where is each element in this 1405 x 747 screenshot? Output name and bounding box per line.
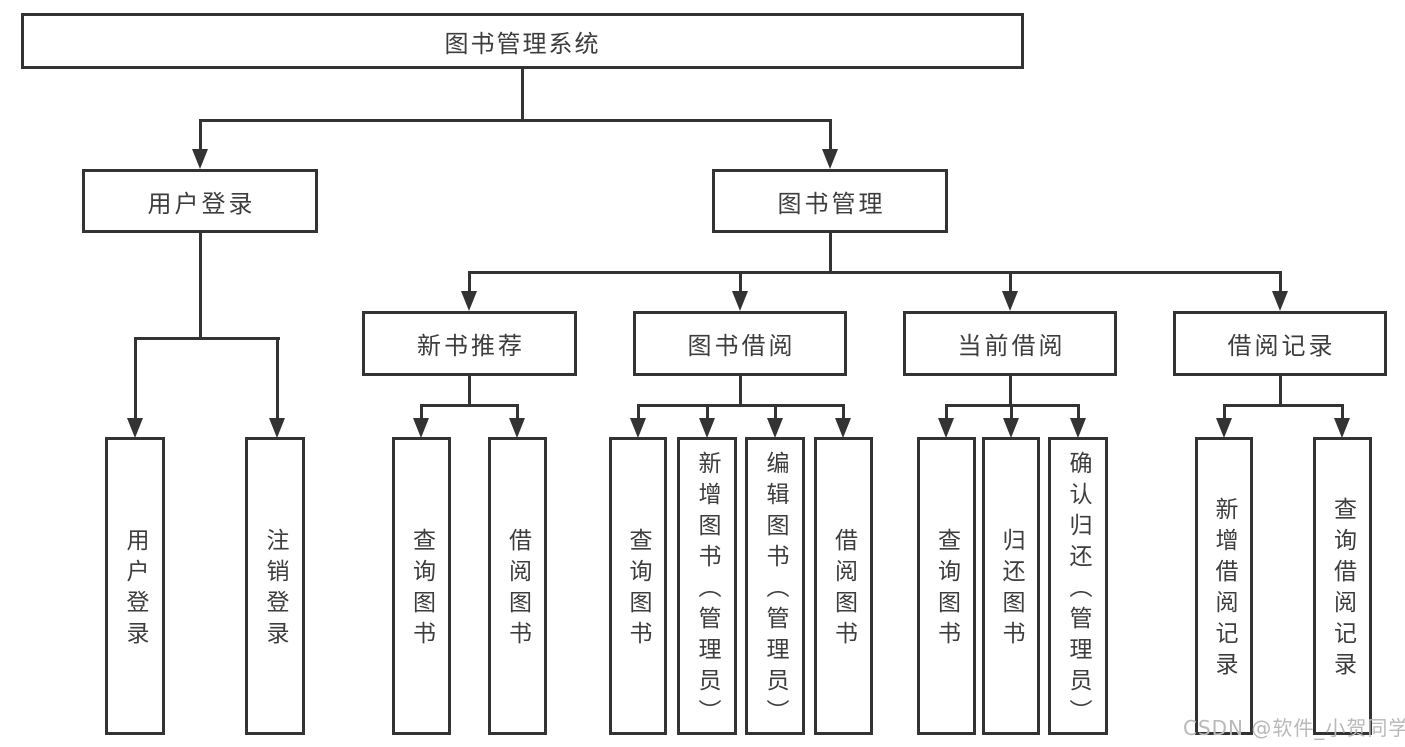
leaf-current-confirm-return-admin: 确认归还（管理员） [1048,437,1108,735]
leaf-logout: 注销登录 [245,437,305,735]
arrow-head-icon [192,149,208,169]
node-current-borrow: 当前借阅 [903,311,1117,376]
arrow-head-icon [630,418,646,438]
connector-line [133,337,137,420]
connector-line [198,233,202,340]
connector-line [705,404,709,420]
arrow-head-icon [1003,418,1019,438]
leaf-user-login: 用户登录 [105,437,165,735]
arrow-head-icon [767,418,783,438]
connector-line [773,404,777,420]
leaf-borrow-query-books: 查询图书 [609,437,667,735]
connector-line [944,404,948,420]
connector-line [1076,404,1080,420]
node-book-management: 图书管理 [712,169,948,233]
arrow-head-icon [127,418,143,438]
node-root: 图书管理系统 [21,13,1024,69]
connector-line [198,119,832,122]
connector-line [275,337,279,420]
connector-line [738,271,742,293]
arrow-head-icon [1272,291,1288,311]
csdn-watermark: CSDN @软件_小贺同学 [1183,716,1405,740]
node-book-borrow: 图书借阅 [633,311,847,376]
arrow-head-icon [1334,418,1350,438]
connector-line [738,376,742,407]
node-new-book-recommend: 新书推荐 [362,311,577,376]
connector-line [1009,404,1013,420]
connector-line [1008,376,1012,407]
leaf-recommend-query-books: 查询图书 [392,437,451,735]
arrow-head-icon [269,418,285,438]
connector-line [828,233,832,273]
connector-line [1278,271,1282,293]
connector-line [841,404,845,420]
leaf-records-add-record: 新增借阅记录 [1195,437,1253,735]
connector-line [521,69,524,122]
leaf-records-query-record: 查询借阅记录 [1313,437,1372,735]
connector-line [1340,404,1344,420]
arrow-head-icon [822,149,838,169]
connector-line [467,271,1282,274]
connector-line [467,271,471,293]
connector-line [419,404,519,407]
connector-line [636,404,845,407]
leaf-recommend-borrow-books: 借阅图书 [488,437,547,735]
arrow-head-icon [1002,291,1018,311]
node-borrow-records: 借阅记录 [1173,311,1387,376]
connector-line [1008,271,1012,293]
arrow-head-icon [835,418,851,438]
arrow-head-icon [699,418,715,438]
arrow-head-icon [413,418,429,438]
connector-line [1222,404,1226,420]
connector-line [1222,404,1344,407]
connector-line [636,404,640,420]
leaf-borrow-borrow-books: 借阅图书 [814,437,873,735]
arrow-head-icon [461,291,477,311]
leaf-borrow-add-books-admin: 新增图书（管理员） [677,437,737,735]
connector-line [467,376,471,407]
arrow-head-icon [938,418,954,438]
leaf-current-query-books: 查询图书 [917,437,976,735]
connector-line [515,404,519,420]
leaf-current-return-books: 归还图书 [982,437,1040,735]
connector-line [419,404,423,420]
arrow-head-icon [509,418,525,438]
arrow-head-icon [732,291,748,311]
arrow-head-icon [1216,418,1232,438]
arrow-head-icon [1070,418,1086,438]
connector-line [828,119,832,151]
connector-line [133,337,280,340]
connector-line [1278,376,1282,407]
connector-line [198,119,202,151]
leaf-borrow-edit-books-admin: 编辑图书（管理员） [745,437,805,735]
node-user-login: 用户登录 [82,169,318,233]
